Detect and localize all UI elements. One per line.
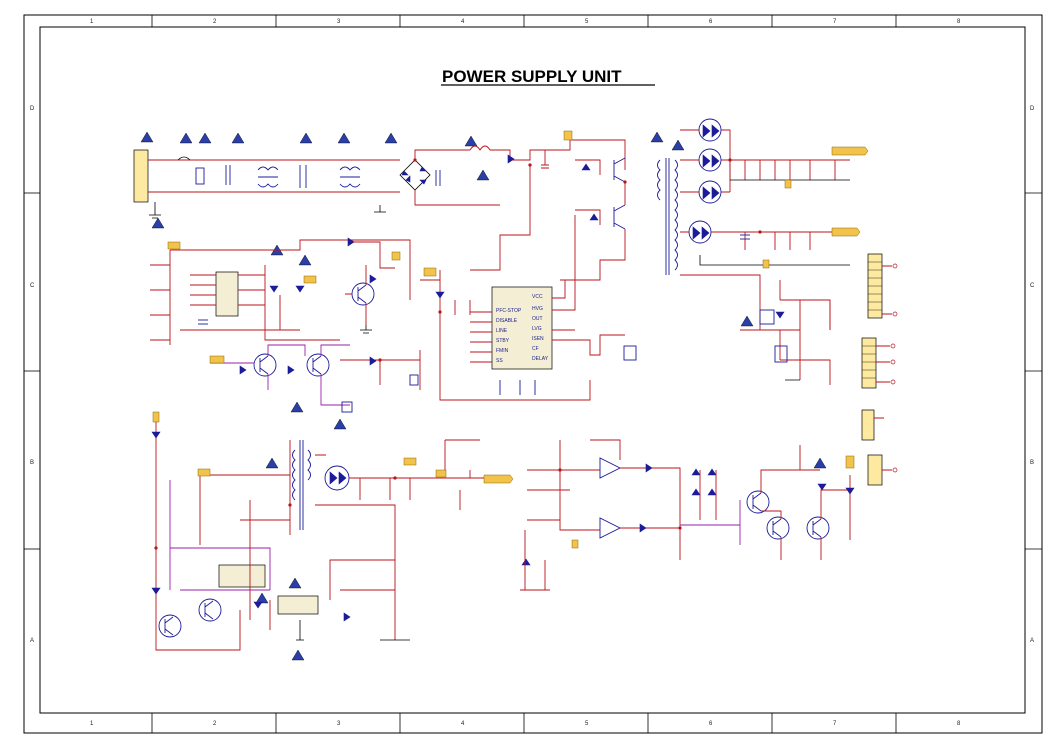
row-label-right-a: A — [1030, 638, 1034, 644]
warning-icon — [650, 131, 664, 143]
warning-icon — [198, 132, 212, 144]
connector-cn7 — [867, 454, 883, 486]
mains-input-filter — [133, 149, 500, 219]
col-label-bottom-7: 7 — [833, 721, 837, 727]
transistor-pair — [209, 344, 637, 413]
warning-icon — [151, 217, 165, 229]
standby-driver-section — [150, 237, 411, 345]
warning-icon — [464, 135, 478, 147]
ic1-pin-isen: ISEN — [532, 336, 544, 342]
row-label-right-b: B — [1030, 460, 1034, 466]
col-label-top-8: 8 — [957, 19, 961, 25]
col-label-bottom-2: 2 — [213, 721, 217, 727]
output-connectors — [861, 253, 898, 486]
rectifier-diode-5 — [324, 465, 350, 491]
ic1-pin-hvg: HVG — [532, 306, 543, 312]
rectifier-diode-2 — [698, 148, 722, 172]
ic1-pin-ss: SS — [496, 358, 503, 364]
ic1-pin-line: LINE — [496, 328, 508, 334]
col-label-bottom-4: 4 — [461, 721, 465, 727]
col-label-bottom-3: 3 — [337, 721, 341, 727]
rectifier-diode-1 — [698, 118, 722, 142]
warning-icon — [298, 254, 312, 266]
ic1-pin-stby: STBY — [496, 338, 510, 344]
grid-row-labels-left: D C B A — [30, 106, 35, 644]
warning-icon — [231, 132, 245, 144]
row-label-left-d: D — [30, 106, 35, 112]
resonant-controller-ic — [491, 286, 553, 370]
warning-icon — [384, 132, 398, 144]
warning-icon — [290, 401, 304, 413]
rectifier-diode-4 — [688, 220, 712, 244]
col-label-top-6: 6 — [709, 19, 713, 25]
ic1-pin-vcc: VCC — [532, 294, 543, 300]
grid-column-ticks — [24, 15, 1042, 733]
warning-icon — [476, 169, 490, 181]
warning-icons — [140, 131, 827, 661]
col-label-top-4: 4 — [461, 19, 465, 25]
warning-icon — [333, 418, 347, 430]
warning-icon — [671, 139, 685, 151]
warning-icon — [813, 457, 827, 469]
page-title: POWER SUPPLY UNIT — [442, 67, 622, 86]
ic1-pin-disable: DISABLE — [496, 318, 518, 324]
warning-icon — [291, 649, 305, 661]
ic1-pin-out: OUT — [532, 316, 543, 322]
ic1-pin-fmin: FMIN — [496, 348, 509, 354]
output-label-2 — [831, 227, 861, 237]
rectifier-diode-3 — [698, 180, 722, 204]
col-label-bottom-8: 8 — [957, 721, 961, 727]
warning-icon — [255, 592, 269, 604]
pfc-resonant-section: PFC-STOP DISABLE LINE STBY FMIN SS VCC H… — [391, 130, 626, 401]
col-label-top-3: 3 — [337, 19, 341, 25]
col-label-top-7: 7 — [833, 19, 837, 25]
junction-dots — [154, 158, 762, 550]
col-label-top-1: 1 — [90, 19, 94, 25]
warning-icon — [140, 131, 154, 143]
output-label-3 — [483, 474, 514, 484]
warning-icon — [299, 132, 313, 144]
warning-icon — [288, 577, 302, 589]
ic1-pin-cf: CF — [532, 346, 539, 352]
pfc-ic — [215, 271, 239, 317]
col-label-top-2: 2 — [213, 19, 217, 25]
ic1-pin-pfc-stop: PFC-STOP — [496, 308, 522, 314]
output-rectifier-section — [657, 118, 869, 381]
col-label-top-5: 5 — [585, 19, 589, 25]
warning-icon — [265, 457, 279, 469]
connector-cn6 — [861, 409, 875, 441]
grid-row-labels-right: D C B A — [1030, 106, 1035, 644]
row-label-right-d: D — [1030, 106, 1035, 112]
inner-frame — [39, 26, 1026, 714]
mains-connector — [133, 149, 149, 203]
col-label-bottom-6: 6 — [709, 721, 713, 727]
warning-icon — [740, 315, 754, 327]
optocoupler — [218, 564, 266, 588]
opamp-protection-section — [520, 439, 855, 591]
ic1-pin-lvg: LVG — [532, 326, 542, 332]
row-label-left-c: C — [30, 283, 35, 289]
output-label-1 — [831, 146, 869, 156]
outer-frame — [23, 14, 1043, 734]
connector-cn5 — [861, 337, 877, 389]
ic1-pin-delay: DELAY — [532, 356, 549, 362]
grid-column-labels-top: 1 2 3 4 5 6 7 8 — [90, 19, 961, 25]
row-label-right-c: C — [1030, 283, 1035, 289]
col-label-bottom-5: 5 — [585, 721, 589, 727]
row-label-left-b: B — [30, 460, 34, 466]
col-label-bottom-1: 1 — [90, 721, 94, 727]
grid-column-labels-bottom: 1 2 3 4 5 6 7 8 — [90, 721, 961, 727]
warning-icon — [179, 132, 193, 144]
feedback-section — [759, 280, 831, 385]
row-label-left-a: A — [30, 638, 34, 644]
warning-icon — [337, 132, 351, 144]
standby-smps-section — [151, 411, 514, 651]
